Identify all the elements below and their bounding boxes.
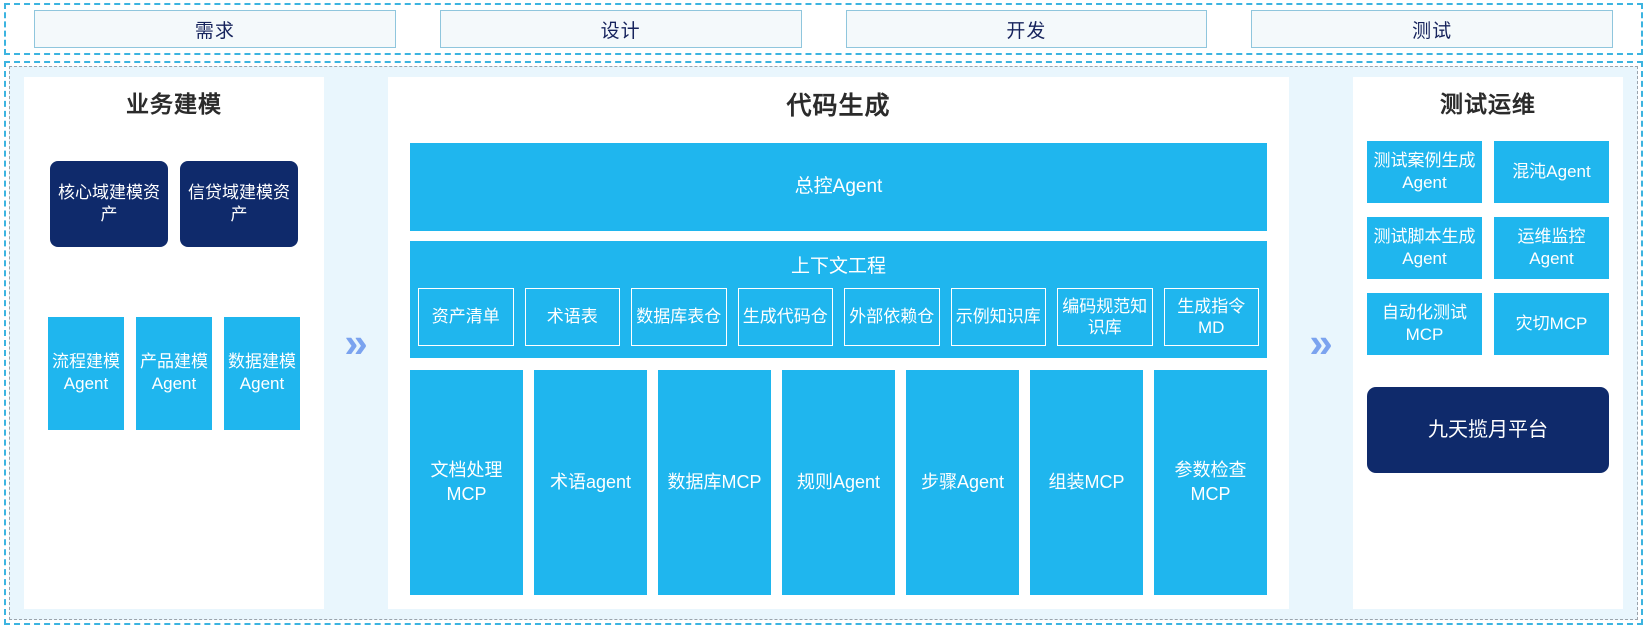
tool-glossary-agent[interactable]: 术语agent — [534, 370, 647, 595]
phase-box-development[interactable]: 开发 — [845, 10, 1208, 48]
business-agent-group: 流程建模Agent 产品建模Agent 数据建模Agent — [38, 316, 310, 430]
context-item-generated-code-repo[interactable]: 生成代码仓 — [737, 288, 833, 346]
context-item-label: 编码规范知识库 — [1062, 296, 1148, 337]
tool-label: 规则Agent — [796, 471, 881, 492]
phase-box-testing[interactable]: 测试 — [1251, 10, 1613, 48]
context-item-glossary[interactable]: 术语表 — [524, 288, 620, 346]
agent-chaos[interactable]: 混沌Agent — [1494, 140, 1609, 203]
agent-product-modeling[interactable]: 产品建模Agent — [136, 316, 212, 430]
phase-box-requirements[interactable]: 需求 — [34, 10, 396, 48]
phase-label: 开发 — [1006, 20, 1047, 42]
tool-label: 步骤Agent — [920, 471, 1005, 492]
tool-rule-agent[interactable]: 规则Agent — [782, 370, 895, 595]
context-item-label: 示例知识库 — [955, 307, 1041, 327]
context-item-label: 生成指令MD — [1177, 296, 1246, 337]
tool-row: 文档处理MCP 术语agent 数据库MCP 规则Agent 步骤Agent — [410, 370, 1267, 595]
agent-data-modeling[interactable]: 数据建模Agent — [224, 316, 300, 430]
agent-test-script-generation[interactable]: 测试脚本生成Agent — [1367, 216, 1482, 279]
mcp-automated-testing[interactable]: 自动化测试MCP — [1367, 292, 1482, 355]
asset-label: 信贷域建模资产 — [188, 182, 290, 224]
context-item-generation-instruction-md[interactable]: 生成指令MD — [1163, 288, 1259, 346]
tool-label: 数据库MCP — [667, 471, 762, 492]
agent-label: 数据建模Agent — [228, 352, 296, 394]
platform-label: 九天揽月平台 — [1428, 418, 1548, 441]
agent-process-modeling[interactable]: 流程建模Agent — [48, 316, 124, 430]
mcp-disaster-switchover[interactable]: 灾切MCP — [1494, 292, 1609, 355]
asset-label: 核心域建模资产 — [58, 182, 160, 224]
tool-label: 文档处理MCP — [430, 460, 503, 504]
context-item-label: 资产清单 — [431, 307, 500, 327]
tool-label: 组装MCP — [1048, 471, 1125, 492]
item-label: 测试案例生成Agent — [1373, 150, 1476, 192]
item-label: 混沌Agent — [1512, 161, 1591, 181]
tool-assembly-mcp[interactable]: 组装MCP — [1030, 370, 1143, 595]
diagram-body-inner: 业务建模 核心域建模资产 信贷域建模资产 流程建模Agent 产品建模Agent — [9, 66, 1638, 620]
context-item-label: 生成代码仓 — [742, 307, 828, 327]
item-label: 测试脚本生成Agent — [1373, 226, 1476, 268]
panel-title: 代码生成 — [786, 92, 891, 120]
business-asset-group: 核心域建模资产 信贷域建模资产 — [38, 160, 310, 247]
context-item-db-table-repo[interactable]: 数据库表仓 — [631, 288, 727, 346]
item-label: 自动化测试MCP — [1382, 302, 1467, 344]
phase-strip: 需求 设计 开发 测试 — [4, 3, 1643, 55]
platform-jiutian-lanyue[interactable]: 九天揽月平台 — [1367, 386, 1609, 473]
context-item-external-dependency-repo[interactable]: 外部依赖仓 — [844, 288, 940, 346]
panel-title: 测试运维 — [1440, 91, 1536, 117]
tool-label: 术语agent — [549, 471, 632, 492]
tool-document-processing-mcp[interactable]: 文档处理MCP — [410, 370, 523, 595]
panel-code-generation: 代码生成 总控Agent 上下文工程 资产清单 术语表 数据库表仓 — [388, 77, 1289, 609]
context-item-asset-inventory[interactable]: 资产清单 — [418, 288, 514, 346]
context-item-row: 资产清单 术语表 数据库表仓 生成代码仓 外部依赖仓 — [418, 288, 1259, 346]
panel-business-modeling: 业务建模 核心域建模资产 信贷域建模资产 流程建模Agent 产品建模Agent — [24, 77, 324, 609]
panel-title: 业务建模 — [126, 91, 222, 117]
tool-database-mcp[interactable]: 数据库MCP — [658, 370, 771, 595]
diagram-body: 业务建模 核心域建模资产 信贷域建模资产 流程建模Agent 产品建模Agent — [4, 61, 1643, 625]
tool-label: 参数检查MCP — [1174, 460, 1247, 504]
agent-test-case-generation[interactable]: 测试案例生成Agent — [1367, 140, 1482, 203]
tool-step-agent[interactable]: 步骤Agent — [906, 370, 1019, 595]
agent-ops-monitoring[interactable]: 运维监控Agent — [1494, 216, 1609, 279]
tool-parameter-check-mcp[interactable]: 参数检查MCP — [1154, 370, 1267, 595]
asset-core-domain[interactable]: 核心域建模资产 — [50, 160, 168, 247]
panel-test-operations: 测试运维 测试案例生成Agent 混沌Agent 测试脚本生成Agent 运维监… — [1353, 77, 1623, 609]
context-item-coding-standard-knowledge-base[interactable]: 编码规范知识库 — [1057, 288, 1153, 346]
context-item-label: 数据库表仓 — [636, 307, 722, 327]
double-chevron-right-icon: » — [1289, 77, 1353, 609]
master-control-agent[interactable]: 总控Agent — [410, 143, 1267, 231]
arrow-glyph: » — [1309, 319, 1333, 366]
test-ops-grid: 测试案例生成Agent 混沌Agent 测试脚本生成Agent 运维监控Agen… — [1367, 140, 1609, 355]
phase-label: 需求 — [194, 20, 235, 42]
asset-credit-domain[interactable]: 信贷域建模资产 — [180, 160, 298, 247]
context-engineering-block: 上下文工程 资产清单 术语表 数据库表仓 生成代码仓 — [410, 241, 1267, 358]
context-engineering-title: 上下文工程 — [790, 256, 886, 277]
agent-label: 流程建模Agent — [52, 352, 120, 394]
context-item-label: 外部依赖仓 — [849, 307, 935, 327]
double-chevron-right-icon: » — [324, 77, 388, 609]
context-item-example-knowledge-base[interactable]: 示例知识库 — [950, 288, 1046, 346]
item-label: 运维监控Agent — [1517, 226, 1586, 268]
master-agent-label: 总控Agent — [794, 175, 883, 197]
phase-box-design[interactable]: 设计 — [439, 10, 802, 48]
arrow-glyph: » — [344, 319, 368, 366]
phase-label: 测试 — [1412, 20, 1453, 42]
phase-label: 设计 — [600, 20, 641, 42]
context-item-label: 术语表 — [546, 307, 598, 327]
agent-label: 产品建模Agent — [140, 352, 208, 394]
item-label: 灾切MCP — [1515, 313, 1588, 333]
